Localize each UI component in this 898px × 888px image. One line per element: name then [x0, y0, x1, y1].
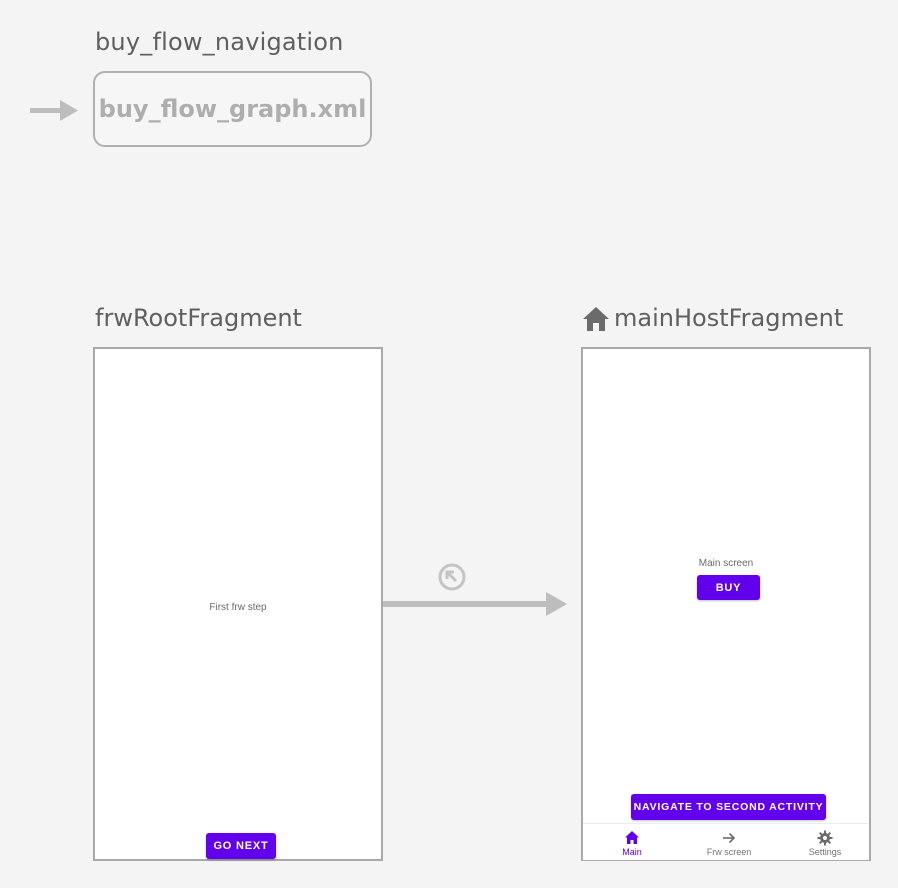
graph-title: buy_flow_navigation [95, 28, 344, 56]
frw-root-fragment-node[interactable]: First frw step GO NEXT [93, 347, 383, 861]
home-icon [625, 831, 639, 844]
bottom-nav-item-frw-screen[interactable]: Frw screen [694, 824, 764, 860]
pop-up-to-icon [438, 563, 466, 591]
go-next-button[interactable]: GO NEXT [206, 833, 276, 859]
included-graph-label: buy_flow_graph.xml [98, 95, 367, 123]
navigate-to-second-activity-button[interactable]: NAVIGATE TO SECOND ACTIVITY [631, 794, 826, 820]
buy-button[interactable]: BUY [697, 575, 760, 600]
navigation-action-arrow[interactable] [383, 588, 569, 620]
main-screen-text: Main screen [698, 558, 754, 569]
first-step-text: First frw step [209, 602, 267, 613]
bottom-nav-item-main[interactable]: Main [597, 824, 667, 860]
main-host-fragment-label: mainHostFragment [614, 304, 844, 332]
bottom-nav-label-frw-screen: Frw screen [706, 847, 752, 857]
frw-root-fragment-label: frwRootFragment [95, 304, 302, 332]
arrow-right-icon [723, 832, 736, 844]
included-graph-node[interactable]: buy_flow_graph.xml [93, 71, 372, 147]
main-host-fragment-node[interactable]: Main screen BUY NAVIGATE TO SECOND ACTIV… [581, 347, 871, 861]
include-arrow-icon [30, 100, 78, 121]
bottom-nav-item-settings[interactable]: Settings [790, 824, 860, 860]
bottom-navigation: Main Frw screen [583, 823, 869, 860]
start-destination-home-icon [583, 307, 609, 331]
bottom-nav-label-main: Main [622, 847, 642, 857]
gear-icon [817, 830, 833, 846]
bottom-nav-label-settings: Settings [808, 847, 842, 857]
